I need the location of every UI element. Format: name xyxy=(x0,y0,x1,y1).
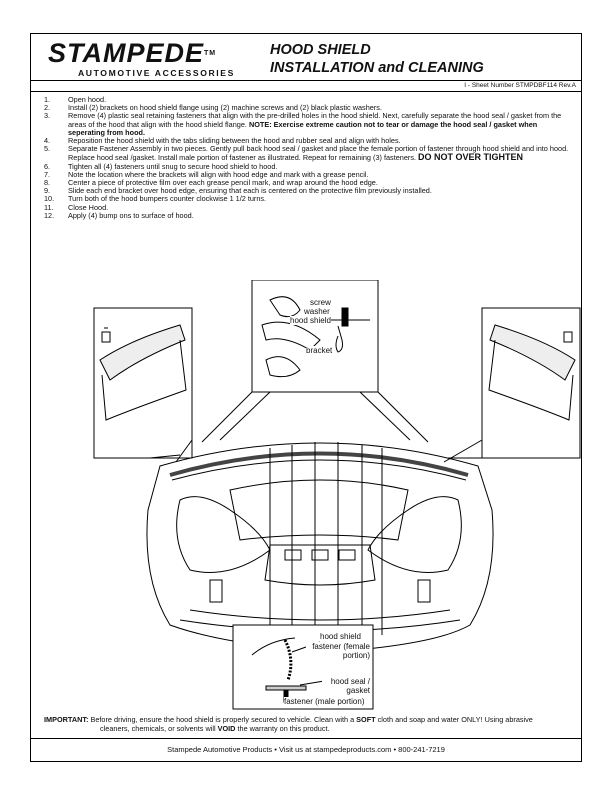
label-washer: washer xyxy=(304,307,330,316)
important-label: IMPORTANT: xyxy=(44,715,89,724)
important-notice: IMPORTANT: Before driving, ensure the ho… xyxy=(44,715,533,733)
footer-divider xyxy=(30,738,582,739)
step-item: 10.Turn both of the hood bumpers counter… xyxy=(44,194,267,204)
header-divider xyxy=(30,80,582,81)
bracket-assembly-detail xyxy=(251,280,379,393)
hood-illustration xyxy=(146,442,494,653)
label-bracket: bracket xyxy=(306,346,333,355)
label-fastener-female: fastener (female portion) xyxy=(306,642,370,660)
sheet-number: I - Sheet Number STMPDBF114 Rev.A xyxy=(464,82,576,89)
document-title-line1: HOOD SHIELD xyxy=(270,42,371,58)
step-item: 2.Install (2) brackets on hood shield fl… xyxy=(44,103,382,113)
step-item: 1.Open hood. xyxy=(44,95,107,104)
step-item: 6.Tighten all (4) fasteners until snug t… xyxy=(44,161,278,171)
label-hood-shield-top: hood shield xyxy=(290,316,331,325)
right-bracket-detail xyxy=(481,307,581,459)
installation-diagram xyxy=(93,280,581,710)
brand-tagline: AUTOMOTIVE ACCESSORIES xyxy=(78,68,235,78)
document-title-line2: INSTALLATION and CLEANING xyxy=(270,60,484,76)
instruction-steps: 1.Open hood. 2.Install (2) brackets on h… xyxy=(44,95,572,220)
step-item: 7.Note the location where the brackets w… xyxy=(44,169,369,179)
footer-contact: Stampede Automotive Products • Visit us … xyxy=(167,745,445,754)
step-item: 12.Apply (4) bump ons to surface of hood… xyxy=(44,210,194,220)
label-hood-shield-bottom: hood shield xyxy=(320,632,361,641)
brand-trademark: TM xyxy=(204,50,217,57)
step-item: 3.Remove (4) plastic seal retaining fast… xyxy=(44,111,562,137)
step-item: 11.Close Hood. xyxy=(44,202,109,212)
step-item: 8.Center a piece of protective film over… xyxy=(44,178,378,188)
label-screw: screw xyxy=(310,298,331,307)
step-item: 5.Separate Fastener Assembly in two piec… xyxy=(44,144,569,163)
sheet-divider xyxy=(30,91,582,92)
step-item: 9.Slide each end bracket over hood edge,… xyxy=(44,186,432,196)
label-fastener-male: fastener (male portion) xyxy=(284,697,365,706)
label-hood-seal: hood seal / gasket xyxy=(322,677,370,695)
step-warning: DO NOT OVER TIGHTEN xyxy=(418,152,524,163)
page-border xyxy=(30,33,582,762)
brand-logo: STAMPEDETM AUTOMOTIVE ACCESSORIES xyxy=(48,38,258,79)
step-note: NOTE: Exercise extreme caution not to te… xyxy=(68,119,538,137)
left-bracket-detail xyxy=(93,307,193,459)
step-item: 4.Reposition the hood shield with the ta… xyxy=(44,136,401,146)
brand-name: STAMPEDE xyxy=(48,38,205,68)
